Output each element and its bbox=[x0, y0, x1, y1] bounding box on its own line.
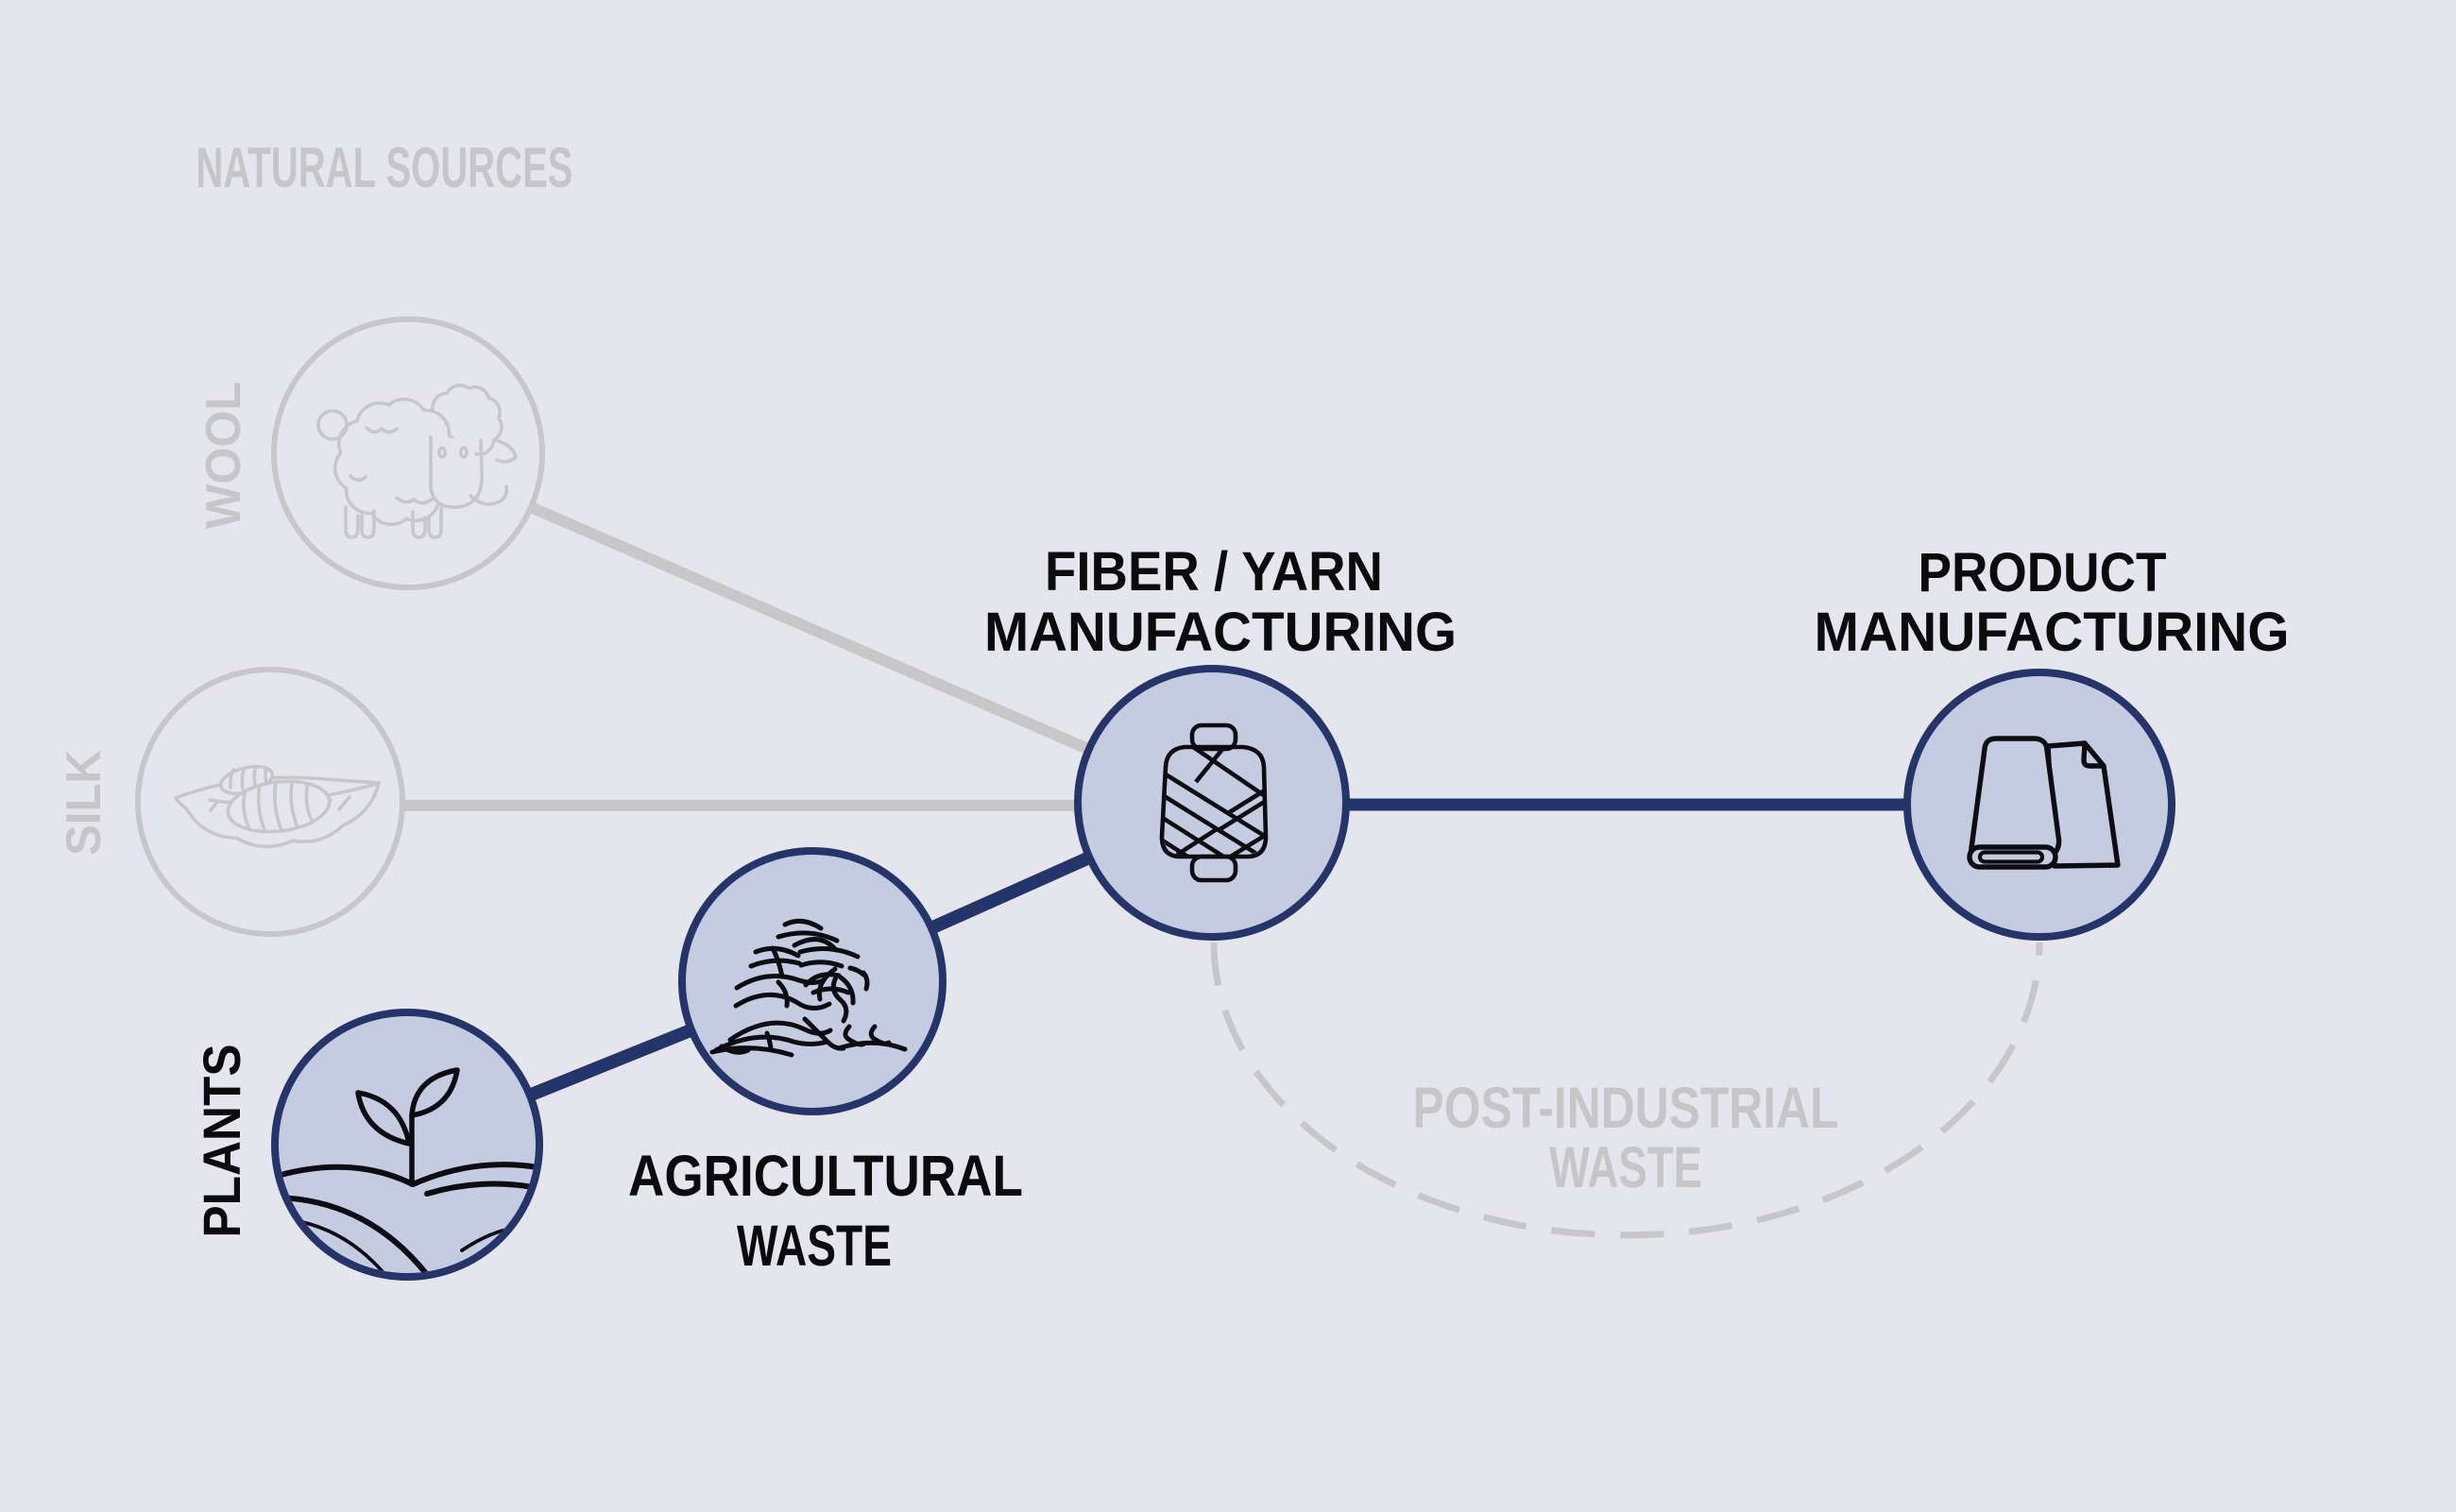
svg-text:POST-INDUSTRIAL: POST-INDUSTRIAL bbox=[1413, 1076, 1839, 1140]
svg-text:SILK: SILK bbox=[57, 750, 111, 856]
svg-text:NATURAL SOURCES: NATURAL SOURCES bbox=[196, 136, 573, 199]
svg-text:WOOL: WOOL bbox=[196, 382, 251, 529]
svg-text:PLANTS: PLANTS bbox=[192, 1045, 251, 1238]
svg-text:MANUFACTURING: MANUFACTURING bbox=[984, 602, 1457, 663]
svg-text:AGRICULTURAL: AGRICULTURAL bbox=[628, 1144, 1023, 1208]
svg-text:WASTE: WASTE bbox=[737, 1214, 892, 1278]
svg-text:WASTE: WASTE bbox=[1549, 1135, 1702, 1199]
svg-text:FIBER / YARN: FIBER / YARN bbox=[1045, 541, 1383, 603]
svg-text:MANUFACTURING: MANUFACTURING bbox=[1815, 602, 2290, 663]
svg-text:PRODUCT: PRODUCT bbox=[1919, 542, 2167, 603]
